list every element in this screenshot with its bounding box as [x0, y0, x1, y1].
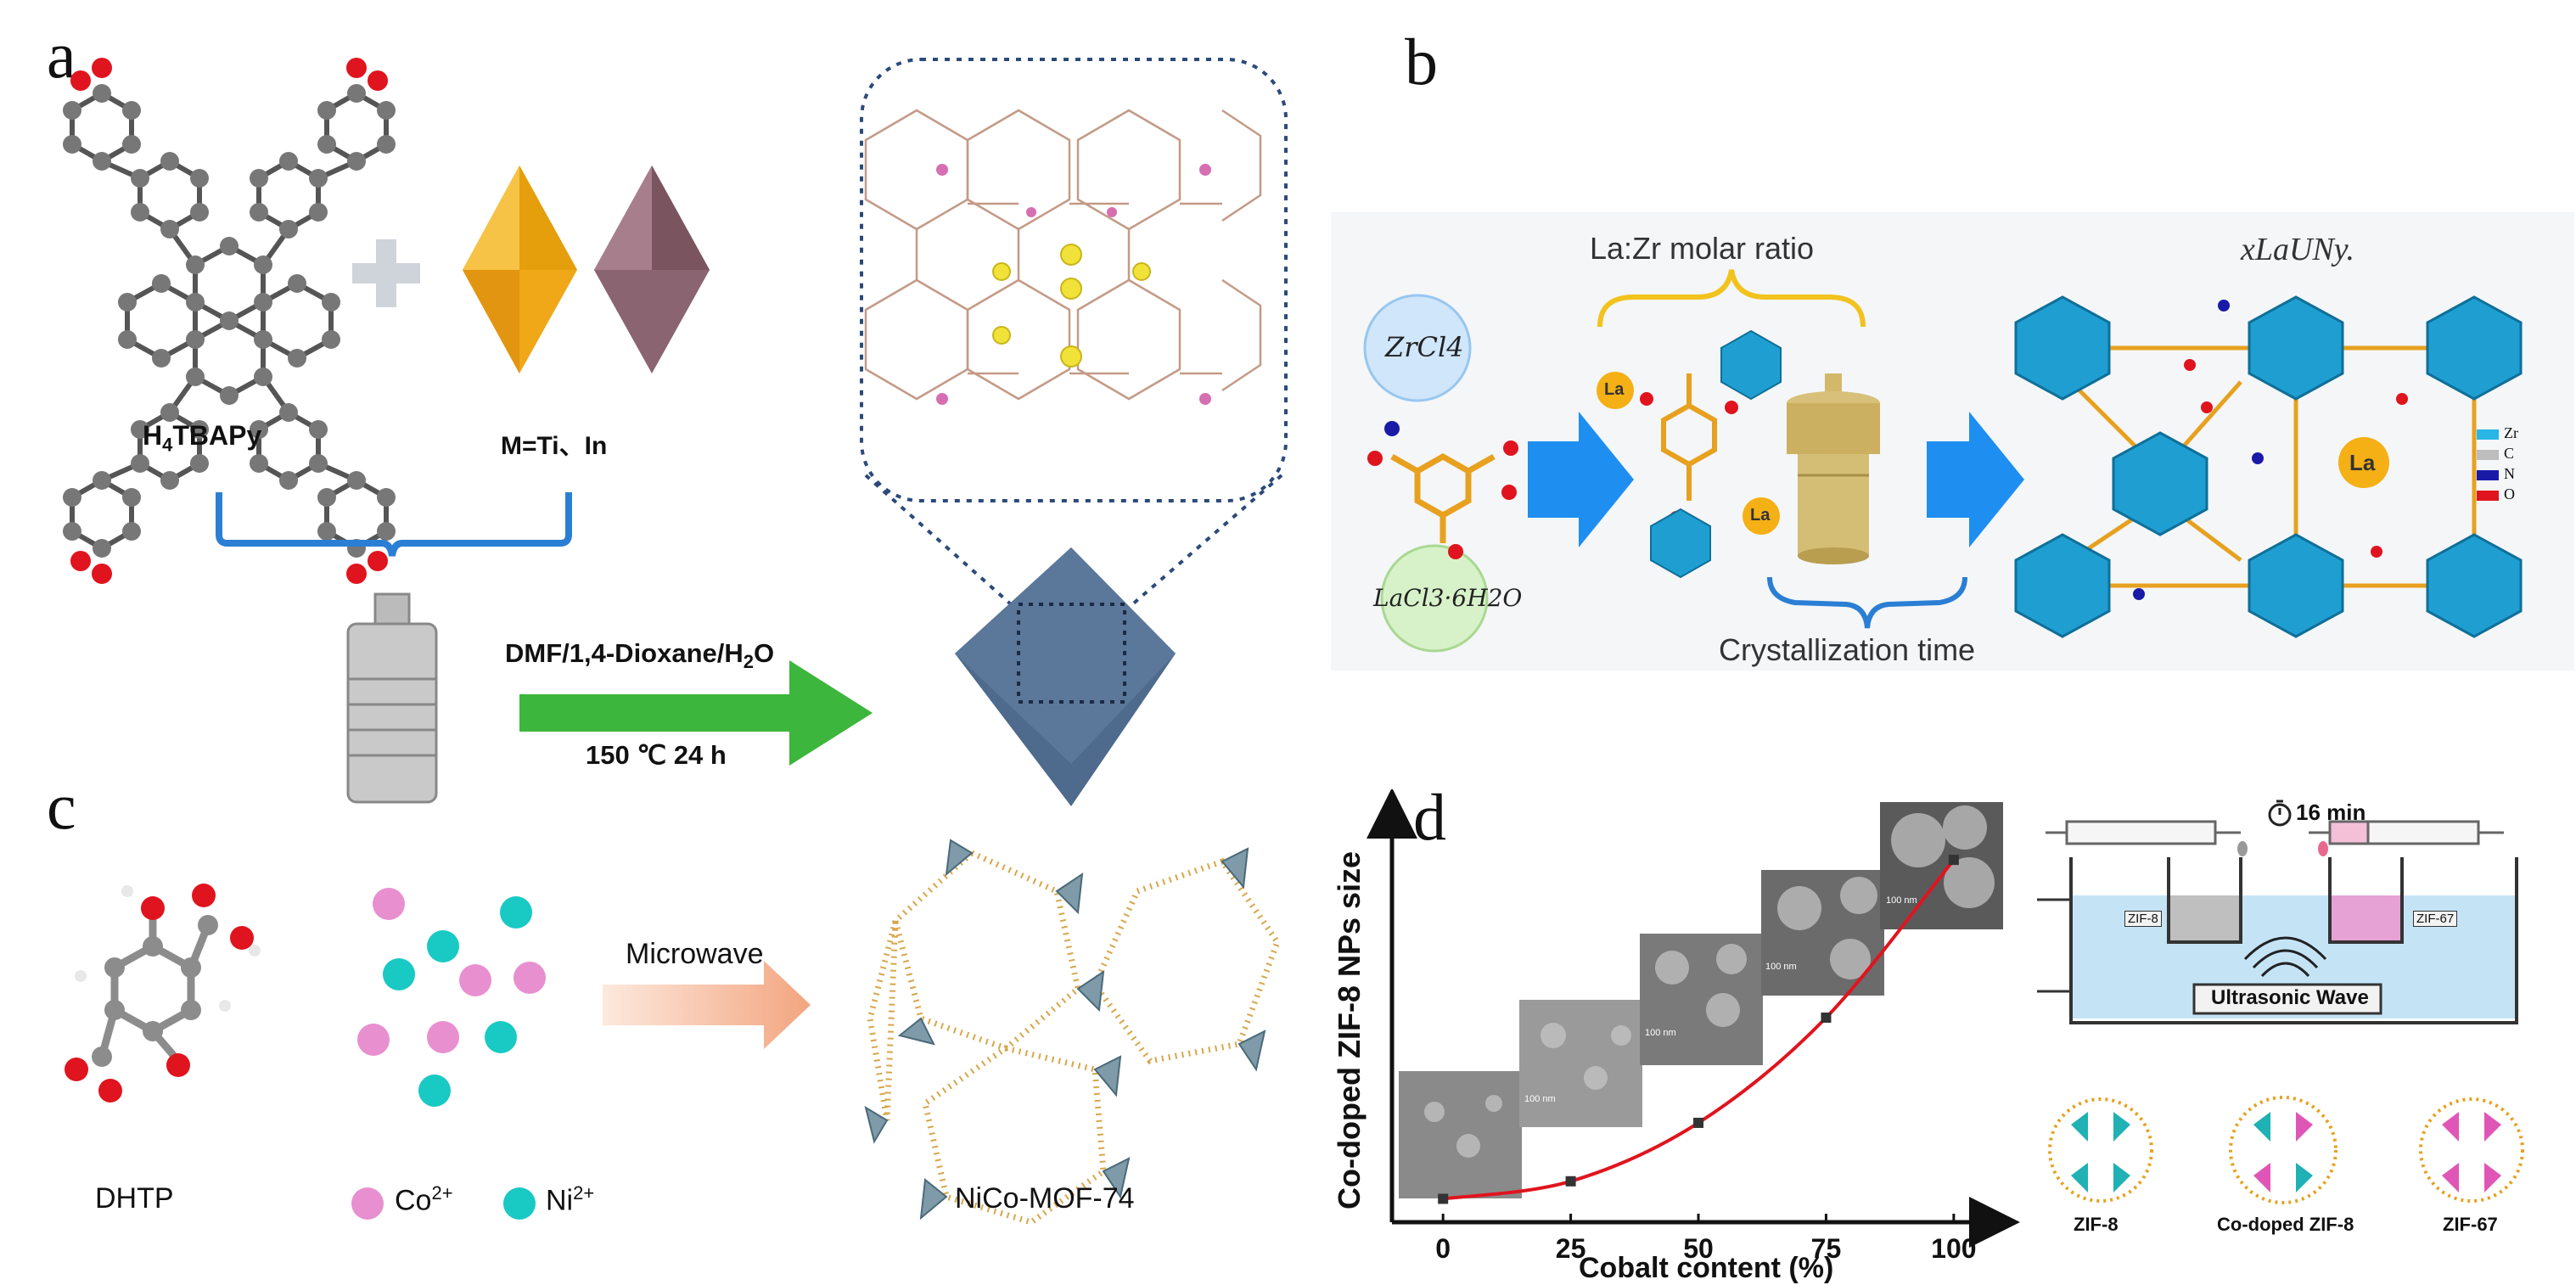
plus-icon	[352, 239, 420, 307]
structure-label-zif67: ZIF-67	[2443, 1214, 2498, 1235]
sem-scale-1: 100 nm	[1524, 1094, 1556, 1104]
panel-c-letter: c	[47, 769, 76, 843]
autoclave-icon	[346, 592, 438, 804]
octahedron-ti-icon	[463, 166, 577, 373]
beaker-zif67-label: ZIF-67	[2413, 911, 2458, 927]
syringe-left-icon	[2046, 820, 2241, 845]
conditions-top-sub: 2	[743, 651, 755, 673]
framework-lattice-icon	[864, 109, 1262, 401]
la-atom-label-1: La	[1604, 380, 1625, 399]
reactor-icon	[1787, 373, 1880, 564]
ultrasonic-label: Ultrasonic Wave	[2211, 986, 2369, 1009]
x-tick-label: 75	[1811, 1233, 1842, 1264]
legend-c-label: C	[2504, 445, 2515, 462]
conditions-top-label: DMF/1,4-Dioxane/H2O	[505, 638, 774, 673]
data-point	[1948, 855, 1959, 866]
product-label: xLaUNy.	[2241, 232, 2355, 267]
blue-arrow-1-icon	[1528, 412, 1634, 547]
lacl3-label: LaCl3·6H2O	[1373, 584, 1523, 612]
ultrasonic-wave-icon	[2243, 936, 2327, 978]
panel-c-graphic	[65, 839, 1281, 1226]
fit-line	[1442, 858, 1956, 1201]
blue-arrow-2-icon	[1927, 412, 2024, 547]
ni-legend-label: Ni2+	[546, 1182, 594, 1217]
beaker-zif67-icon	[2328, 857, 2404, 944]
ultrasonic-schematic	[2037, 800, 2524, 1204]
data-point	[1565, 1176, 1576, 1187]
microwave-arrow-icon	[603, 961, 811, 1049]
octahedron-in-icon	[594, 166, 710, 373]
co-sup: 2+	[431, 1182, 453, 1204]
zif8-structure-icon	[2048, 1097, 2153, 1203]
size-vs-cobalt-chart: 100 nm 100 nm 100 nm 100 nm 0 25 50 75 100 C…	[1332, 789, 2020, 1284]
chart-xlabel: Cobalt content (%)	[1579, 1252, 1833, 1284]
co-ion-spheres	[357, 888, 546, 1056]
beaker-zif8-label: ZIF-8	[2124, 911, 2162, 927]
co-doped-zif8-structure-icon	[2229, 1096, 2337, 1204]
framework-zoom-frame	[860, 58, 1288, 502]
ligand-label: H4TBAPy	[143, 420, 261, 456]
syringe-right-icon	[2309, 820, 2504, 845]
metal-label: M=Ti、In	[501, 432, 608, 460]
zr-cluster-small-icon	[1650, 329, 1782, 579]
sem-scale-3: 100 nm	[1765, 962, 1797, 972]
green-arrow-icon	[519, 660, 873, 766]
carboxyl-oxygen-atoms	[70, 58, 388, 584]
la-atom-label-3: La	[2349, 450, 2376, 475]
time-brace	[1767, 576, 1967, 629]
data-point	[1438, 1193, 1449, 1204]
zrcl4-label: ZrCl4	[1385, 331, 1464, 363]
x-tick-label: 25	[1556, 1233, 1586, 1264]
chart-ylabel: Co-doped ZIF-8 NPs size	[1332, 851, 1367, 1209]
structure-label-codoped: Co-doped ZIF-8	[2217, 1214, 2354, 1235]
conditions-top-pre: DMF/1,4-Dioxane/H	[505, 638, 744, 668]
time-label: Crystallization time	[1719, 632, 1976, 667]
tbapy-atoms	[63, 84, 396, 558]
structure-label-zif8: ZIF-8	[2074, 1214, 2119, 1235]
panel-b-letter: b	[1405, 25, 1438, 98]
ni-ion-spheres	[383, 896, 532, 1107]
time-16min-label: 16 min	[2296, 800, 2366, 825]
la-atom-label-2: La	[1750, 506, 1771, 525]
legend-zr-label: Zr	[2504, 424, 2518, 441]
nico-mof-label: NiCo-MOF-74	[955, 1182, 1135, 1215]
zr-cluster-large-icon	[2014, 295, 2523, 638]
framework-nodes	[992, 244, 1151, 368]
ni-sup: 2+	[573, 1182, 595, 1204]
legend-o-label: O	[2504, 485, 2515, 502]
data-point	[1693, 1117, 1704, 1128]
panel-a-graphic	[63, 58, 1288, 806]
co-label: Co	[395, 1184, 432, 1217]
ratio-label: La:Zr molar ratio	[1590, 231, 1815, 266]
element-legend	[2477, 429, 2499, 501]
panel-b-graphic	[1331, 212, 2574, 671]
x-tick-label: 50	[1683, 1233, 1714, 1264]
conditions-bottom-label: 150 ℃ 24 h	[586, 740, 727, 770]
ligand-label-post: TBAPy	[172, 420, 262, 451]
brace-a	[216, 492, 572, 557]
sem-image-tiles	[1399, 802, 2003, 1198]
x-tick-label: 0	[1435, 1233, 1451, 1264]
microwave-label: Microwave	[626, 938, 764, 970]
x-tick-label: 100	[1931, 1233, 1976, 1264]
ratio-brace	[1597, 269, 1866, 328]
timer-icon	[2268, 800, 2292, 827]
sem-scale-4: 100 nm	[1886, 895, 1917, 906]
ligand-label-pre: H	[143, 420, 163, 451]
ligand-label-sub: 4	[162, 434, 173, 456]
zif67-structure-icon	[2419, 1097, 2524, 1203]
ni-label: Ni	[546, 1184, 574, 1217]
co-legend-label: Co2+	[395, 1182, 453, 1217]
sem-scale-2: 100 nm	[1645, 1028, 1676, 1038]
data-point	[1821, 1013, 1832, 1023]
conditions-top-post: O	[754, 638, 775, 668]
dhtp-label: DHTP	[95, 1182, 174, 1215]
mof74-nodes-icon	[864, 839, 1266, 1220]
legend-n-label: N	[2504, 465, 2515, 482]
panel-d-letter: d	[1413, 780, 1446, 854]
linker-molecule-icon	[1390, 452, 1496, 543]
zrcl4-sphere-icon	[1363, 294, 1472, 402]
lacl3-sphere-icon	[1380, 544, 1489, 653]
beaker-zif8-icon	[2167, 857, 2242, 944]
